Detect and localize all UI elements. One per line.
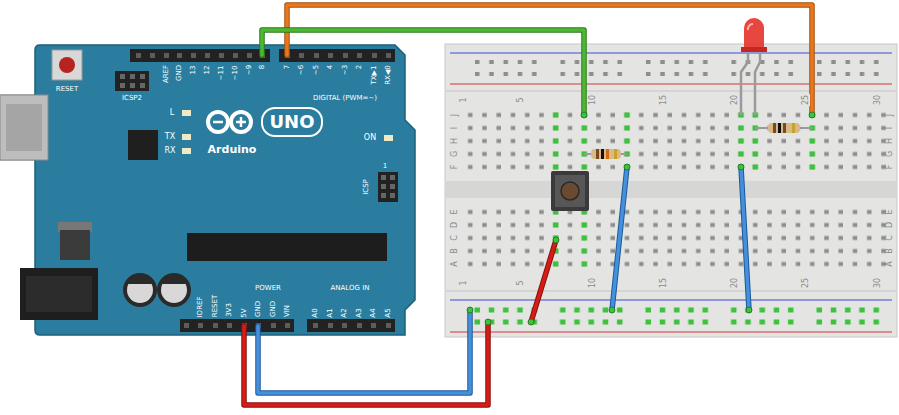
pin-label: 4 bbox=[327, 65, 334, 69]
column-number: 15 bbox=[660, 277, 668, 289]
led-label: RX bbox=[164, 147, 175, 155]
pin-label: 3V3 bbox=[226, 303, 233, 317]
pin-label: 12 bbox=[204, 65, 211, 74]
pin-label: TX▶1 bbox=[371, 65, 378, 84]
pin-label: 2 bbox=[356, 65, 363, 69]
row-letter: G bbox=[451, 150, 459, 158]
header-label: DIGITAL (PWM=~) bbox=[313, 95, 377, 102]
led-label: L bbox=[170, 109, 174, 117]
pin-label: RX◀0 bbox=[385, 65, 392, 85]
row-letter: C bbox=[451, 234, 459, 242]
column-number: 10 bbox=[589, 94, 597, 106]
pin-label: ~9 bbox=[246, 65, 253, 75]
pin-label: GND bbox=[176, 65, 183, 81]
row-letter: E bbox=[886, 208, 894, 215]
column-number: 20 bbox=[731, 277, 739, 289]
header-label: ANALOG IN bbox=[331, 285, 370, 292]
row-letter: B bbox=[451, 247, 459, 255]
column-number: 25 bbox=[802, 94, 810, 106]
column-number: 15 bbox=[660, 94, 668, 106]
row-letter: G bbox=[886, 150, 894, 158]
pin-label: 5V bbox=[241, 308, 248, 317]
row-letter: F bbox=[886, 164, 894, 171]
led-label: ON bbox=[364, 134, 376, 142]
pin-label: ~10 bbox=[232, 65, 239, 80]
pin-label: A3 bbox=[356, 308, 363, 317]
pin-number: 1 bbox=[383, 163, 387, 170]
pin-label: ~6 bbox=[298, 65, 305, 75]
board-model: UNO bbox=[270, 113, 315, 131]
column-number: 1 bbox=[460, 96, 468, 103]
brand-name: Arduino bbox=[208, 144, 257, 155]
pin-label: 7 bbox=[284, 65, 291, 69]
pin-label: GND bbox=[270, 301, 277, 317]
pin-label: ~5 bbox=[313, 65, 320, 75]
led-label: TX bbox=[165, 133, 175, 141]
column-number: 1 bbox=[460, 279, 468, 286]
pin-label: A1 bbox=[327, 308, 334, 317]
column-number: 30 bbox=[874, 277, 882, 289]
row-letter: J bbox=[451, 113, 459, 117]
row-letter: D bbox=[886, 221, 894, 229]
row-letter: D bbox=[451, 221, 459, 229]
pin-label: AREF bbox=[163, 65, 170, 83]
row-letter: H bbox=[886, 137, 894, 145]
row-letter: B bbox=[886, 247, 894, 255]
header-label: ICSP2 bbox=[122, 95, 142, 102]
row-letter: A bbox=[451, 260, 459, 267]
column-number: 20 bbox=[731, 94, 739, 106]
header-label: POWER bbox=[255, 285, 281, 292]
pin-label: VIN bbox=[284, 305, 291, 317]
row-letter: I bbox=[886, 126, 894, 130]
row-letter: F bbox=[451, 164, 459, 171]
pin-label: A2 bbox=[341, 308, 348, 317]
pin-label: 8 bbox=[259, 65, 266, 69]
pin-label: A4 bbox=[370, 308, 377, 317]
pin-label: GND bbox=[255, 301, 262, 317]
row-letter: E bbox=[451, 208, 459, 215]
column-number: 5 bbox=[517, 279, 525, 286]
pin-label: 13 bbox=[190, 65, 197, 74]
button-label: RESET bbox=[56, 86, 78, 93]
column-number: 25 bbox=[802, 277, 810, 289]
pin-label: ~3 bbox=[342, 65, 349, 75]
row-letter: H bbox=[451, 137, 459, 145]
row-letter: J bbox=[886, 113, 894, 117]
pin-label: RESET bbox=[212, 295, 219, 317]
pin-label: ~11 bbox=[218, 65, 225, 80]
pin-label: A0 bbox=[312, 308, 319, 317]
row-letter: A bbox=[886, 260, 894, 267]
column-number: 5 bbox=[517, 96, 525, 103]
row-letter: I bbox=[451, 126, 459, 130]
row-letter: C bbox=[886, 234, 894, 242]
header-label: ICSP bbox=[363, 179, 370, 195]
column-number: 30 bbox=[874, 94, 882, 106]
pin-label: A5 bbox=[385, 308, 392, 317]
column-number: 10 bbox=[589, 277, 597, 289]
pin-label: IOREF bbox=[197, 296, 204, 317]
